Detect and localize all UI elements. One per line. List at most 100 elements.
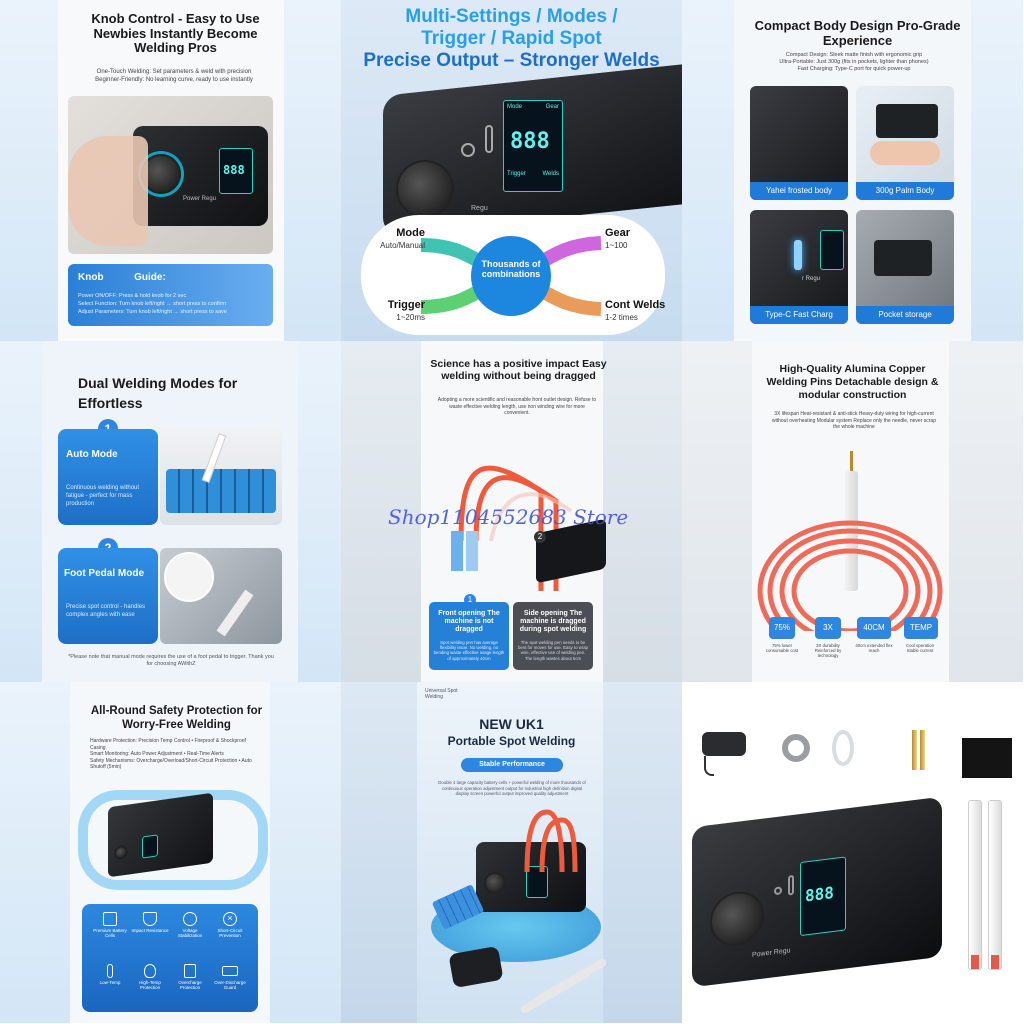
mode-title: Auto Mode <box>66 449 118 460</box>
title-line: Precise Output – Stronger Welds <box>363 50 660 71</box>
stat-description: 40cm extended flex reach <box>855 643 893 653</box>
auto-mode-card: Auto Mode Continuous welding without fat… <box>58 429 158 525</box>
usb-cable-image <box>832 730 854 766</box>
welding-pen-image <box>968 800 982 970</box>
package-contents-panel: 888 Power Regu <box>682 682 1023 1023</box>
cable-illustration <box>451 465 573 591</box>
guide-lines: Power ON/OFF: Press & hold knob for 2 se… <box>78 292 227 316</box>
title-line: Multi-Settings / Modes / <box>405 6 618 27</box>
display-screen: Mode Gear 888 Trigger Welds <box>503 100 563 192</box>
display-screen <box>820 230 844 270</box>
display-screen <box>142 834 158 859</box>
gear-label: Gear <box>605 227 631 239</box>
welder-device <box>876 104 938 138</box>
display-digits: 888 <box>510 129 550 154</box>
usb-c-port-icon <box>794 240 802 270</box>
device-label: r Regu <box>802 276 821 282</box>
protection-item: Voltage Stabilization <box>170 912 210 938</box>
photo-caption: Yahei frosted body <box>750 182 848 200</box>
mode-title: Foot Pedal Mode <box>64 568 144 579</box>
screen-welds-label: Welds <box>542 171 559 177</box>
brand-label: Regu <box>471 205 488 212</box>
port-icon <box>774 886 782 896</box>
knob-icon <box>710 888 764 950</box>
battery-pack-image <box>166 469 276 513</box>
card-title: Side opening The machine is dragged duri… <box>519 610 587 633</box>
protection-item: × Short-Circuit Prevention <box>210 912 250 938</box>
gear-value: 1~100 <box>605 241 628 250</box>
pen-cable-end <box>971 955 979 969</box>
protection-label: High-Temp Protection <box>139 980 161 990</box>
foot-pedal-image <box>164 552 214 602</box>
guide-title: Knob Guide: <box>78 272 166 283</box>
subtitle-line: Ultra-Portable: Just 300g (fits in pocke… <box>779 59 929 65</box>
stat-badge: TEMP <box>904 617 938 639</box>
display-digits: 888 <box>223 163 245 177</box>
protection-item: High-Temp Protection <box>130 964 170 990</box>
protection-label: Impact Resistance <box>131 928 169 933</box>
knob-control-panel: Knob Control - Easy to Use Newbies Insta… <box>0 0 341 341</box>
protection-label: Short-Circuit Prevention <box>217 928 243 938</box>
welder-device <box>476 842 586 912</box>
usb-c-port-icon <box>788 874 794 896</box>
combinations-label: Thousands of combinations <box>481 259 541 279</box>
knob-guide-box: Knob Guide: Power ON/OFF: Press & hold k… <box>68 264 273 326</box>
knob-photo: 888 Power Regu <box>68 96 273 254</box>
x-circle-icon: × <box>223 912 237 926</box>
welder-device: 888 Power Regu <box>133 126 268 226</box>
protection-item: Overcharge Protection <box>170 964 210 990</box>
display-digits: 888 <box>805 882 834 906</box>
title-line: Trigger / Rapid Spot <box>421 28 602 49</box>
panel-subtitle: Hardware Protection: Precision Temp Cont… <box>90 738 260 771</box>
subtitle-line: Safety Mechanisms: Overcharge/Overload/S… <box>90 757 252 771</box>
palm-body-photo: 300g Palm Body <box>856 86 954 200</box>
protection-item: Over-Discharge Guard <box>210 964 250 990</box>
panel-subtitle: Compact Design: Sleek matte finish with … <box>744 52 964 73</box>
panel-title: Knob Control - Easy to Use Newbies Insta… <box>91 11 260 55</box>
copper-pin-image <box>912 730 917 770</box>
battery-low-icon <box>222 966 238 976</box>
screen-trigger-label: Trigger <box>507 171 526 177</box>
panel-title: All-Round Safety Protection for Worry-Fr… <box>90 705 263 731</box>
subtitle-line: One-Touch Welding: Set parameters & weld… <box>96 69 252 75</box>
subtitle-line: Beginner-Friendly: No learning curve, re… <box>95 77 253 83</box>
foot-pedal-photo <box>160 548 282 644</box>
guide-line: Power ON/OFF: Press & hold knob for 2 se… <box>78 293 187 299</box>
protection-label: Premium Battery Cells <box>93 928 127 938</box>
subtitle-line: Hardware Protection: Precision Temp Cont… <box>90 738 246 751</box>
stat-badge: 40CM <box>857 617 891 639</box>
welder-device: 888 Power Regu <box>692 796 942 988</box>
cable-coil-image <box>757 520 943 631</box>
footnote: *Please note that manual mode requires t… <box>68 654 274 667</box>
marker-2: 2 <box>534 531 546 543</box>
screen-mode-label: Mode <box>507 104 523 110</box>
side-opening-card: Side opening The machine is dragged duri… <box>513 602 593 670</box>
protection-label: Voltage Stabilization <box>177 928 203 938</box>
auto-mode-photo <box>160 429 282 525</box>
subtitle-line: Compact Design: Sleek matte finish with … <box>785 52 923 58</box>
frosted-body-photo: Yahei frosted body <box>750 86 848 200</box>
mode-description: Continuous welding without fatigue - per… <box>66 485 140 507</box>
corner-label: Universal Spot Welding <box>425 688 458 700</box>
stat-description: Cool operation Stable current <box>906 643 934 653</box>
welding-pen-image <box>216 589 254 637</box>
trigger-value: 1~20ms <box>396 313 425 322</box>
photo-caption: Pocket storage <box>856 306 954 324</box>
knob-icon <box>114 844 128 861</box>
foot-pedal-mode-card: Foot Pedal Mode Precise spot control - h… <box>58 548 158 644</box>
copper-pin-image <box>850 451 853 471</box>
stat-description: 75% lower consumable cost <box>765 643 799 653</box>
panel-title: Multi-Settings / Modes / Trigger / Rapid… <box>341 6 682 72</box>
front-opening-card: Front opening The machine is not dragged… <box>429 602 509 670</box>
protection-item: Premium Battery Cells <box>90 912 130 938</box>
plug-icon <box>184 964 196 978</box>
type-c-photo: r Regu Type-C Fast Charg <box>750 210 848 324</box>
shield-icon <box>143 912 157 926</box>
device-label: Power Regu <box>183 196 217 202</box>
pocket-storage-photo: Pocket storage <box>856 210 954 324</box>
screen-gear-label: Gear <box>545 104 559 110</box>
panel-title: Dual Welding Modes for Effortless <box>78 375 238 411</box>
copper-pins-panel: High-Quality Alumina Copper Welding Pins… <box>682 341 1023 682</box>
front-opening-panel: Science has a positive impact Easy weldi… <box>341 341 682 682</box>
protection-label: Over-Discharge Guard <box>214 980 246 990</box>
